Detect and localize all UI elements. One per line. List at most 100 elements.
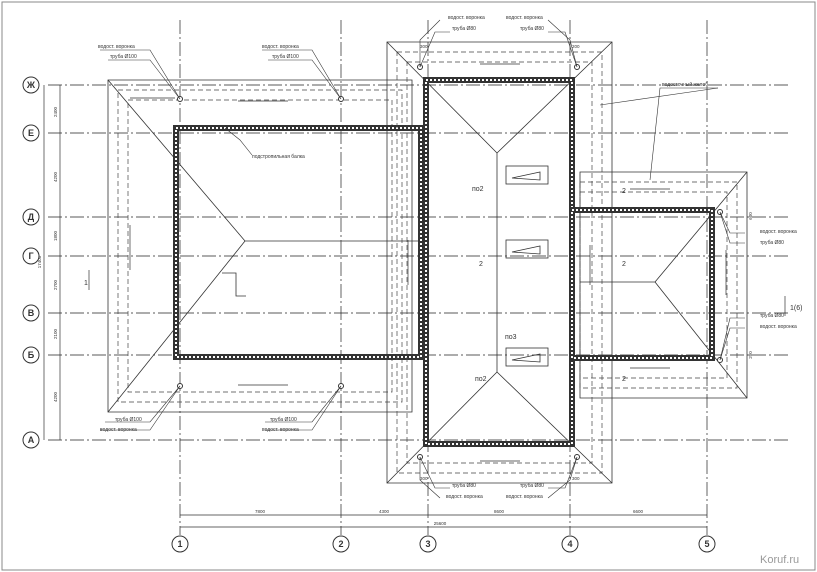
axis-bubbles-bottom: 1 2 3 4 5 xyxy=(171,535,716,553)
leader-line xyxy=(419,19,441,67)
dimension-chain-bottom: 7800 4300 8600 6600 25600 xyxy=(180,509,707,528)
axis-label: 3 xyxy=(425,539,430,549)
leader-line xyxy=(547,456,578,499)
axis-label: Г xyxy=(28,251,33,261)
label-funnel: водост. воронка xyxy=(506,15,543,21)
hip-line xyxy=(386,371,498,484)
wall-outline-right xyxy=(569,207,715,361)
wall-hatch-center xyxy=(425,79,573,445)
section-number-1: 1 xyxy=(84,280,88,287)
leader-line xyxy=(108,59,181,100)
leader-line xyxy=(599,87,719,106)
roof-outline-right xyxy=(579,171,748,399)
leader-line xyxy=(419,31,450,68)
label-gutter: водосточный желоб xyxy=(662,81,708,88)
dim-value: 7800 xyxy=(255,509,266,514)
gutter-line-center xyxy=(406,61,593,464)
label-funnel: водост. воронка xyxy=(98,44,135,50)
leader-line xyxy=(548,456,578,489)
dormer-window-mid xyxy=(505,239,549,259)
label-pipe80: труба Ø80 xyxy=(452,26,476,32)
leader-line xyxy=(649,87,718,181)
leader-line xyxy=(224,127,253,156)
hip-line xyxy=(386,41,498,154)
axis-bubble xyxy=(698,535,716,553)
slope-number: 2 xyxy=(622,188,626,195)
label-funnel: водост. воронка xyxy=(760,324,797,330)
dim-total-left: 17400 xyxy=(37,255,42,268)
axis-label: А xyxy=(28,435,35,445)
label-pipe80: труба Ø80 xyxy=(760,313,784,319)
axis-bubble xyxy=(22,124,40,142)
hip-line xyxy=(654,171,748,283)
slope-number: 2 xyxy=(479,261,483,268)
dim-value: 200 xyxy=(748,351,753,359)
axis-label: Б xyxy=(28,350,35,360)
label-pipe100: труба Ø100 xyxy=(110,54,137,60)
axis-bubble xyxy=(332,535,350,553)
wall-hatch-left xyxy=(175,127,422,358)
wall-outline-center xyxy=(423,77,575,447)
leader-line xyxy=(268,59,342,100)
label-pipe100: труба Ø100 xyxy=(270,417,297,423)
leader-line xyxy=(719,211,745,244)
axis-label: 1 xyxy=(177,539,182,549)
label-funnel: водост. воронка xyxy=(262,427,299,433)
axis-bubble xyxy=(22,76,40,94)
axis-bubble xyxy=(561,535,579,553)
roof-outline-left xyxy=(107,79,413,413)
dim-value: 4200 xyxy=(53,171,58,182)
label-beam: подстропильная балка xyxy=(252,154,305,160)
section-marks: по2 по2 по3 2 2 2 2 1 1(6) xyxy=(84,186,802,383)
dim-value: 600 xyxy=(748,212,753,220)
axis-bubbles-left: Ж Е Д Г В Б А xyxy=(22,76,40,449)
dim-value: 2700 xyxy=(53,279,58,290)
axis-label: Д xyxy=(28,212,35,222)
slope-number: 2 xyxy=(622,261,626,268)
label-funnel: водост. воронка xyxy=(100,427,137,433)
label-pipe100: труба Ø100 xyxy=(115,417,142,423)
slope-number: 2 xyxy=(622,376,626,383)
gutter-line-right xyxy=(579,191,728,379)
dormer-mark-mid xyxy=(511,245,541,255)
axis-bubble xyxy=(22,431,40,449)
dormer-window-bottom xyxy=(505,347,549,367)
dormer-mark-bottom xyxy=(511,353,541,363)
section-break-line xyxy=(222,272,246,297)
roof-block-right xyxy=(569,171,748,399)
label-pipe80: труба Ø80 xyxy=(760,240,784,246)
mark-po3: по3 xyxy=(505,334,517,341)
hip-line xyxy=(496,371,613,484)
label-pipe80: труба Ø80 xyxy=(520,483,544,489)
dim-value: 1800 xyxy=(53,230,58,241)
gutter-line-left xyxy=(127,99,393,393)
leader-line xyxy=(265,385,342,423)
section-number-1-6: 1(6) xyxy=(790,305,802,312)
axis-label: 5 xyxy=(704,539,709,549)
label-funnel: водост. воронка xyxy=(506,494,543,500)
dim-value: 300 xyxy=(572,476,580,481)
leader-line xyxy=(105,385,181,423)
hip-line xyxy=(654,281,748,399)
dim-value: 2400 xyxy=(53,106,58,117)
dimension-chain-left: 2400 4200 1800 2700 2100 4200 17400 xyxy=(37,85,61,440)
label-funnel: водост. воронка xyxy=(262,44,299,50)
dim-value: 200 xyxy=(572,44,580,49)
leader-line xyxy=(100,385,181,431)
leader-line xyxy=(719,317,745,361)
leader-line xyxy=(419,456,450,489)
leader-line xyxy=(548,31,578,68)
axis-label: В xyxy=(28,308,35,318)
leader-line xyxy=(419,457,441,499)
axis-bubble xyxy=(22,304,40,322)
label-pipe80: труба Ø80 xyxy=(452,483,476,489)
dim-value: 8600 xyxy=(494,509,505,514)
roof-block-left xyxy=(107,79,424,413)
eaves-line-left xyxy=(117,89,403,403)
label-pipe80: труба Ø80 xyxy=(520,26,544,32)
dormer-window-top xyxy=(505,165,549,185)
label-pipe100: труба Ø100 xyxy=(272,54,299,60)
leader-line xyxy=(547,19,578,68)
